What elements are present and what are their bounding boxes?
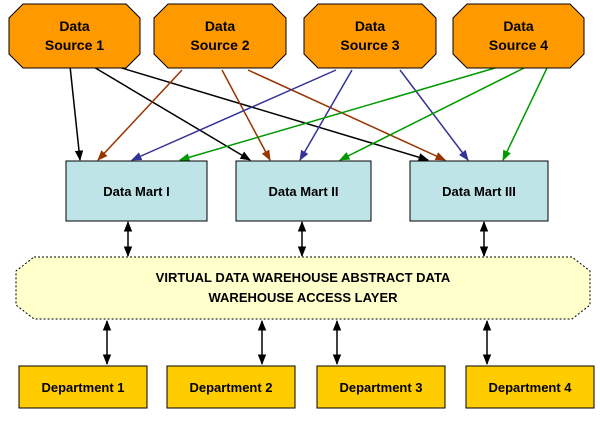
dept-1-shape bbox=[18, 365, 148, 409]
data-sources bbox=[8, 3, 585, 69]
bidirectional-edges bbox=[102, 220, 492, 366]
edge-source-2-mart-3 bbox=[247, 69, 446, 161]
access-layer-shape bbox=[15, 256, 591, 320]
edge-source-4-mart-2 bbox=[339, 67, 525, 161]
mart-2-shape bbox=[235, 160, 372, 222]
edge-source-2-mart-1 bbox=[97, 69, 183, 161]
edge-source-4-mart-3 bbox=[502, 67, 548, 161]
edge-source-3-mart-1 bbox=[131, 69, 337, 161]
departments bbox=[18, 365, 595, 409]
edge-source-3-mart-2 bbox=[299, 69, 353, 161]
mart-3-shape bbox=[409, 160, 549, 222]
source-1-shape bbox=[8, 3, 141, 69]
dept-3-shape bbox=[316, 365, 446, 409]
data-marts bbox=[65, 160, 549, 222]
source-4-shape bbox=[452, 3, 585, 69]
mart-1-shape bbox=[65, 160, 208, 222]
source-3-shape bbox=[303, 3, 437, 69]
source-2-shape bbox=[153, 3, 287, 69]
dept-4-shape bbox=[465, 365, 595, 409]
edge-source-1-mart-2 bbox=[91, 65, 251, 161]
edge-source-4-mart-1 bbox=[178, 67, 496, 162]
dept-2-shape bbox=[166, 365, 296, 409]
edge-source-2-mart-2 bbox=[221, 69, 271, 161]
source-mart-edges bbox=[69, 65, 548, 162]
edge-source-1-mart-1 bbox=[69, 65, 84, 162]
edge-source-1-mart-3 bbox=[114, 65, 430, 162]
edge-source-3-mart-3 bbox=[399, 69, 469, 161]
